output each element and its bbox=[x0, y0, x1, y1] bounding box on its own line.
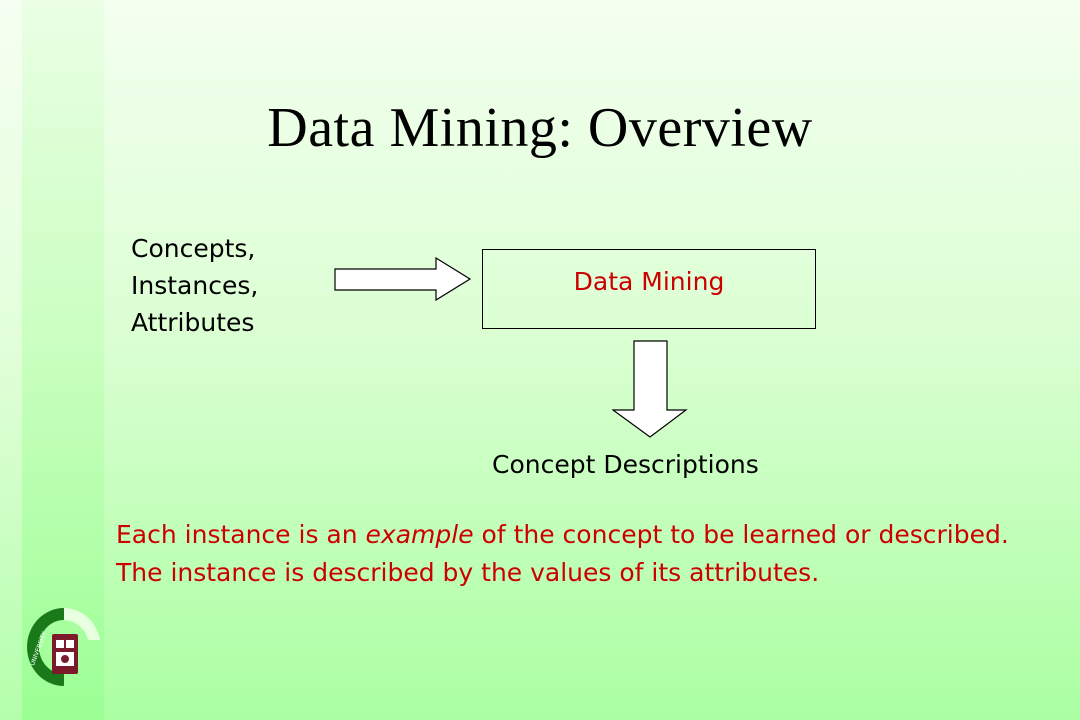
concept-descriptions-label: Concept Descriptions bbox=[492, 450, 759, 479]
explanation-part-1: Each instance is an bbox=[116, 520, 366, 549]
explanation-part-2: of the concept to be learned or describe… bbox=[116, 520, 1009, 587]
university-logo-icon: UNIVERSITY bbox=[27, 608, 100, 686]
arrow-down-icon bbox=[612, 340, 688, 438]
input-labels: Concepts, Instances, Attributes bbox=[131, 230, 258, 341]
input-label-concepts: Concepts, bbox=[131, 234, 256, 263]
arrow-right-icon bbox=[334, 257, 472, 302]
slide-title: Data Mining: Overview bbox=[267, 97, 813, 159]
data-mining-label: Data Mining bbox=[573, 267, 725, 296]
left-decorative-band bbox=[22, 0, 104, 720]
explanation-text: Each instance is an example of the conce… bbox=[116, 516, 1016, 592]
input-label-attributes: Attributes bbox=[131, 308, 255, 337]
data-mining-box: Data Mining bbox=[482, 249, 816, 329]
input-label-instances: Instances, bbox=[131, 271, 259, 300]
explanation-emphasis: example bbox=[365, 520, 474, 549]
left-edge-band bbox=[0, 0, 22, 720]
